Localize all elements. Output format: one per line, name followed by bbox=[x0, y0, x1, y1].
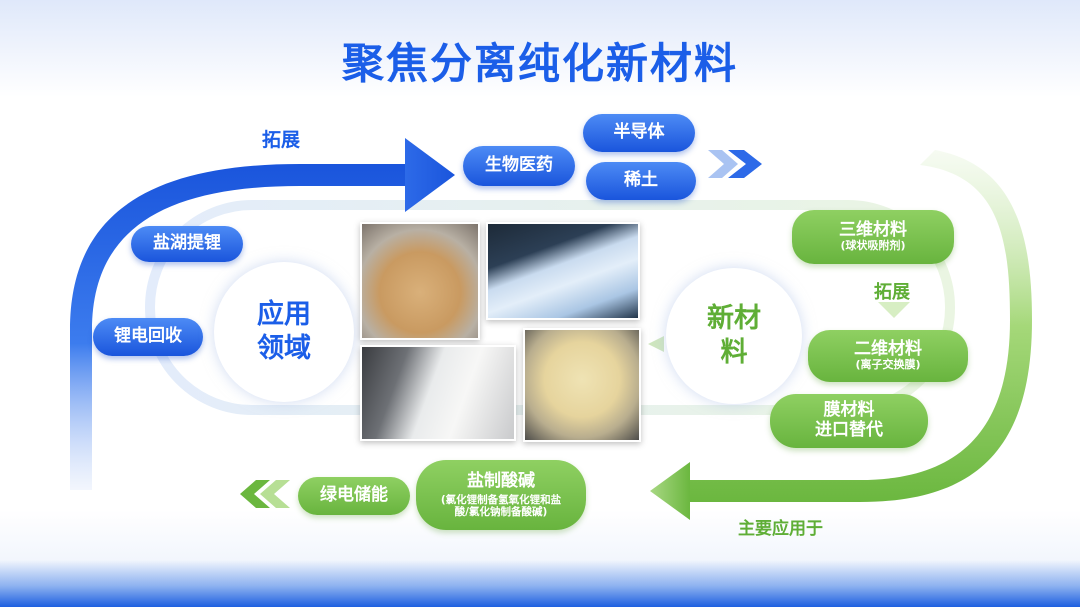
expand-green-label: 拓展 bbox=[874, 282, 910, 303]
photo-beads-in-spoon bbox=[523, 328, 641, 442]
pill-2d-material: 二维材料 (离子交换膜) bbox=[808, 330, 968, 382]
main-use-arrowhead bbox=[650, 462, 690, 520]
main-use-arrow-body bbox=[690, 150, 1032, 502]
pill-membrane-substitution: 膜材料 进口替代 bbox=[770, 394, 928, 448]
down-arrow-icon bbox=[878, 302, 910, 318]
main-use-label: 主要应用于 bbox=[738, 519, 823, 539]
pill-green-storage: 绿电储能 bbox=[298, 477, 410, 515]
page-title: 聚焦分离纯化新材料 bbox=[341, 39, 738, 88]
pill-battery-recycling: 锂电回收 bbox=[93, 318, 203, 356]
application-field-line1: 应用 bbox=[257, 299, 311, 331]
pill-3d-material-sub: (球状吸附剂) bbox=[840, 239, 906, 253]
pill-3d-material: 三维材料 (球状吸附剂) bbox=[792, 210, 954, 264]
application-field-line2: 领域 bbox=[257, 333, 311, 364]
pill-semiconductor: 半导体 bbox=[583, 114, 695, 152]
pill-membrane-line2: 进口替代 bbox=[815, 420, 883, 440]
chevrons-left-icon bbox=[240, 480, 290, 508]
pill-salt-to-acid-base: 盐制酸碱 (氯化锂制备氢氧化锂和盐 酸/氯化钠制备酸碱) bbox=[416, 460, 586, 530]
new-material-circle: 新材 料 bbox=[666, 268, 802, 404]
footer-band bbox=[0, 560, 1080, 607]
new-material-line1: 新材 bbox=[707, 303, 761, 335]
pill-biomedicine: 生物医药 bbox=[463, 146, 575, 186]
photo-white-membrane-sheets bbox=[360, 345, 516, 441]
pill-3d-material-title: 三维材料 bbox=[839, 219, 907, 240]
pill-salt-acid-title: 盐制酸碱 bbox=[467, 471, 535, 492]
pill-membrane-line1: 膜材料 bbox=[823, 400, 875, 421]
photo-granules-in-dish bbox=[360, 222, 480, 340]
expand-arrowhead bbox=[405, 138, 455, 212]
pill-2d-material-sub: (离子交换膜) bbox=[855, 358, 921, 372]
application-field-circle: 应用 领域 bbox=[214, 262, 354, 402]
photo-blue-membrane-sheet bbox=[486, 222, 640, 320]
left-arrow-icon bbox=[648, 336, 664, 352]
new-material-line2: 料 bbox=[720, 337, 748, 368]
pill-salt-lake-lithium: 盐湖提锂 bbox=[131, 226, 243, 262]
expand-label: 拓展 bbox=[262, 129, 301, 151]
pill-salt-acid-sub1: (氯化锂制备氢氧化锂和盐 bbox=[440, 493, 562, 506]
pill-2d-material-title: 二维材料 bbox=[854, 338, 922, 359]
chevrons-right-icon bbox=[708, 150, 762, 178]
pill-rare-earth: 稀土 bbox=[586, 162, 696, 200]
pill-salt-acid-sub2: 酸/氯化钠制备酸碱) bbox=[454, 505, 548, 518]
